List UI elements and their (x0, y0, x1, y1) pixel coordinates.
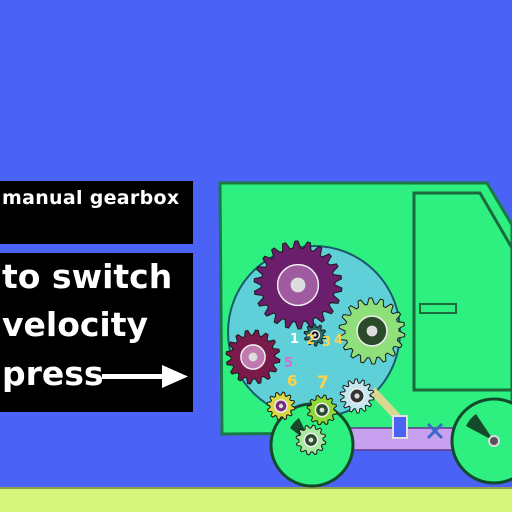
cross-marker-icon (426, 422, 444, 440)
title-text: manual gearbox (2, 187, 180, 209)
gear-icon (303, 323, 327, 347)
gear-icon (295, 424, 327, 456)
instruction-line-1: to switch (2, 257, 173, 296)
truck-cab-window (412, 191, 512, 392)
gear-number: 6 (287, 372, 297, 390)
gear-number: 1 (290, 332, 299, 347)
instruction-line-2: velocity (2, 305, 149, 344)
gear-icon (338, 297, 406, 365)
gear-numbers: 1 2 3 4 5 6 7 (284, 332, 343, 393)
gear-number: 4 (334, 333, 343, 348)
lever-icon (369, 387, 408, 439)
gear-icon (339, 378, 375, 414)
title-panel: manual gearbox (0, 181, 193, 244)
gear-icon (253, 240, 343, 330)
wheel-front (450, 397, 512, 485)
ground (0, 487, 512, 512)
instruction-line-3: press (2, 354, 104, 393)
gear-icon (306, 394, 338, 426)
arrow-right-icon (102, 365, 188, 388)
door-handle (419, 303, 457, 314)
gears (225, 240, 406, 456)
gear-number: 7 (317, 373, 329, 393)
instruction-panel: to switch velocity press (0, 253, 193, 412)
gear-icon (225, 329, 281, 385)
gear-number: 5 (284, 356, 293, 371)
gear-number: 2 (306, 333, 315, 348)
gear-number: 3 (322, 335, 331, 350)
gear-icon (266, 391, 296, 421)
